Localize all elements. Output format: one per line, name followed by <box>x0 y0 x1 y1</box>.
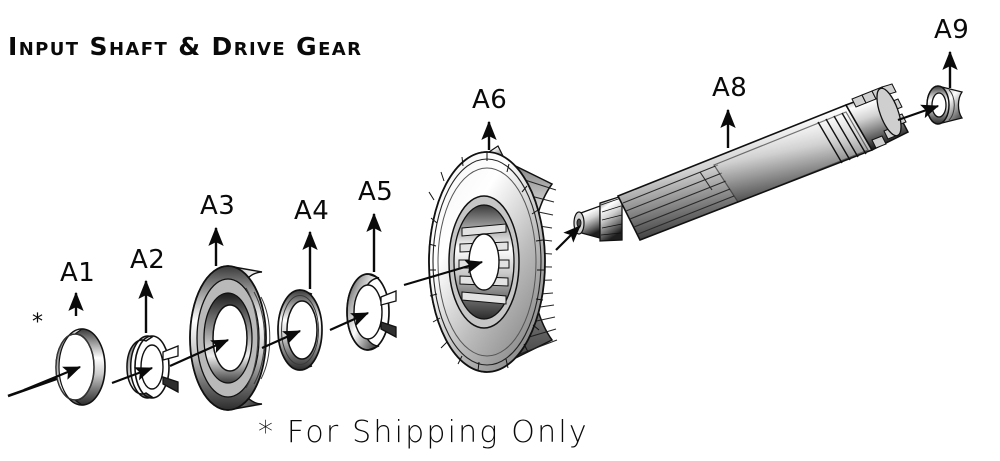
leader-A5 <box>329 311 370 332</box>
part-label-A1: A1 <box>60 258 96 288</box>
leader-A6 <box>403 259 484 287</box>
part-A9-needle-bearing <box>926 85 964 125</box>
part-A8-input-shaft <box>573 83 910 242</box>
shipping-only-footnote: * For Shipping Only <box>258 415 589 450</box>
leader-A4 <box>261 329 302 350</box>
part-label-A8: A8 <box>712 73 748 103</box>
part-label-A2: A2 <box>130 245 166 275</box>
leader-A3 <box>169 338 230 368</box>
shaft-splines <box>622 164 735 235</box>
part-label-A3: A3 <box>200 191 236 221</box>
part-A1-retaining-ring <box>55 328 106 406</box>
gear-tooth-ring <box>428 152 544 372</box>
part-A2-snap-ring <box>126 335 179 399</box>
leader-A2 <box>111 366 154 385</box>
leader-A8 <box>555 225 581 251</box>
part-leader-lines <box>23 104 940 392</box>
shaft-grooves <box>817 112 867 164</box>
label-callout-arrows <box>68 50 958 333</box>
part-A5-snap-ring-outer <box>346 273 397 351</box>
part-label-A5: A5 <box>358 177 394 207</box>
leader-A1 <box>23 365 82 392</box>
part-A3-bearing <box>189 265 271 411</box>
shipping-asterisk-marker: * <box>32 310 43 335</box>
part-label-A9: A9 <box>934 15 970 45</box>
part-label-A6: A6 <box>472 85 508 115</box>
part-A6-drive-gear <box>428 145 558 373</box>
leader-A9 <box>897 104 940 122</box>
part-A4-spacer-ring <box>277 289 323 371</box>
part-label-A4: A4 <box>294 196 330 226</box>
diagram-title: Input Shaft & Drive Gear <box>8 32 363 61</box>
